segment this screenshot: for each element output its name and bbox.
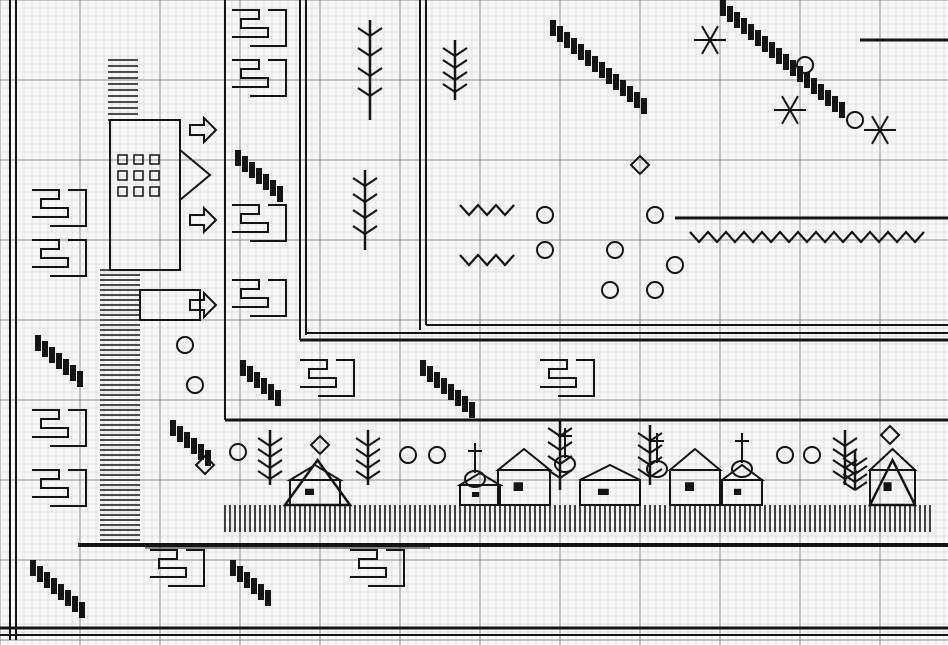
step-block	[748, 24, 754, 40]
step-block	[434, 372, 440, 388]
step-block	[256, 168, 262, 184]
step-block	[448, 384, 454, 400]
step-block	[839, 102, 845, 118]
step-block	[240, 360, 246, 376]
step-block	[550, 20, 556, 36]
step-block	[63, 359, 69, 375]
step-block	[776, 48, 782, 64]
step-block	[634, 92, 640, 108]
step-block	[37, 566, 43, 582]
house-window	[685, 482, 694, 491]
step-block	[818, 84, 824, 100]
step-block	[230, 560, 236, 576]
step-block	[249, 162, 255, 178]
step-block	[783, 54, 789, 70]
left-wall-band	[100, 270, 140, 540]
step-block	[258, 584, 264, 600]
step-block	[261, 378, 267, 394]
step-block	[65, 590, 71, 606]
step-block	[727, 6, 733, 22]
step-block	[254, 372, 260, 388]
step-block	[620, 80, 626, 96]
step-block	[585, 50, 591, 66]
step-block	[42, 341, 48, 357]
step-block	[237, 566, 243, 582]
step-block	[184, 432, 190, 448]
step-block	[251, 578, 257, 594]
step-block	[242, 156, 248, 172]
house-window	[884, 482, 892, 491]
step-block	[804, 72, 810, 88]
house-window	[598, 489, 609, 495]
step-block	[30, 560, 36, 576]
step-block	[420, 360, 426, 376]
step-block	[755, 30, 761, 46]
step-block	[170, 420, 176, 436]
step-block	[762, 36, 768, 52]
step-block	[275, 390, 281, 406]
step-block	[277, 186, 283, 202]
step-block	[641, 98, 647, 114]
step-block	[720, 0, 726, 16]
step-block	[741, 18, 747, 34]
step-block	[56, 353, 62, 369]
step-block	[35, 335, 41, 351]
step-block	[462, 396, 468, 412]
step-block	[769, 42, 775, 58]
step-block	[606, 68, 612, 84]
step-block	[599, 62, 605, 78]
step-block	[564, 32, 570, 48]
step-block	[72, 596, 78, 612]
house-window	[734, 489, 741, 495]
step-block	[79, 602, 85, 618]
step-block	[177, 426, 183, 442]
step-block	[469, 402, 475, 418]
step-block	[811, 78, 817, 94]
house-window	[514, 482, 523, 491]
step-block	[77, 371, 83, 387]
step-block	[51, 578, 57, 594]
step-block	[427, 366, 433, 382]
step-block	[441, 378, 447, 394]
step-block	[734, 12, 740, 28]
house-window	[305, 489, 314, 495]
step-block	[247, 366, 253, 382]
step-block	[571, 38, 577, 54]
step-block	[832, 96, 838, 112]
step-block	[49, 347, 55, 363]
step-block	[244, 572, 250, 588]
step-block	[825, 90, 831, 106]
step-block	[578, 44, 584, 60]
step-block	[268, 384, 274, 400]
step-block	[790, 60, 796, 76]
step-block	[263, 174, 269, 190]
step-block	[58, 584, 64, 600]
step-block	[455, 390, 461, 406]
step-block	[557, 26, 563, 42]
step-block	[627, 86, 633, 102]
step-block	[70, 365, 76, 381]
step-block	[265, 590, 271, 606]
step-block	[270, 180, 276, 196]
step-block	[191, 438, 197, 454]
step-block	[592, 56, 598, 72]
step-block	[44, 572, 50, 588]
step-block	[613, 74, 619, 90]
step-block	[235, 150, 241, 166]
house-window	[472, 492, 479, 497]
